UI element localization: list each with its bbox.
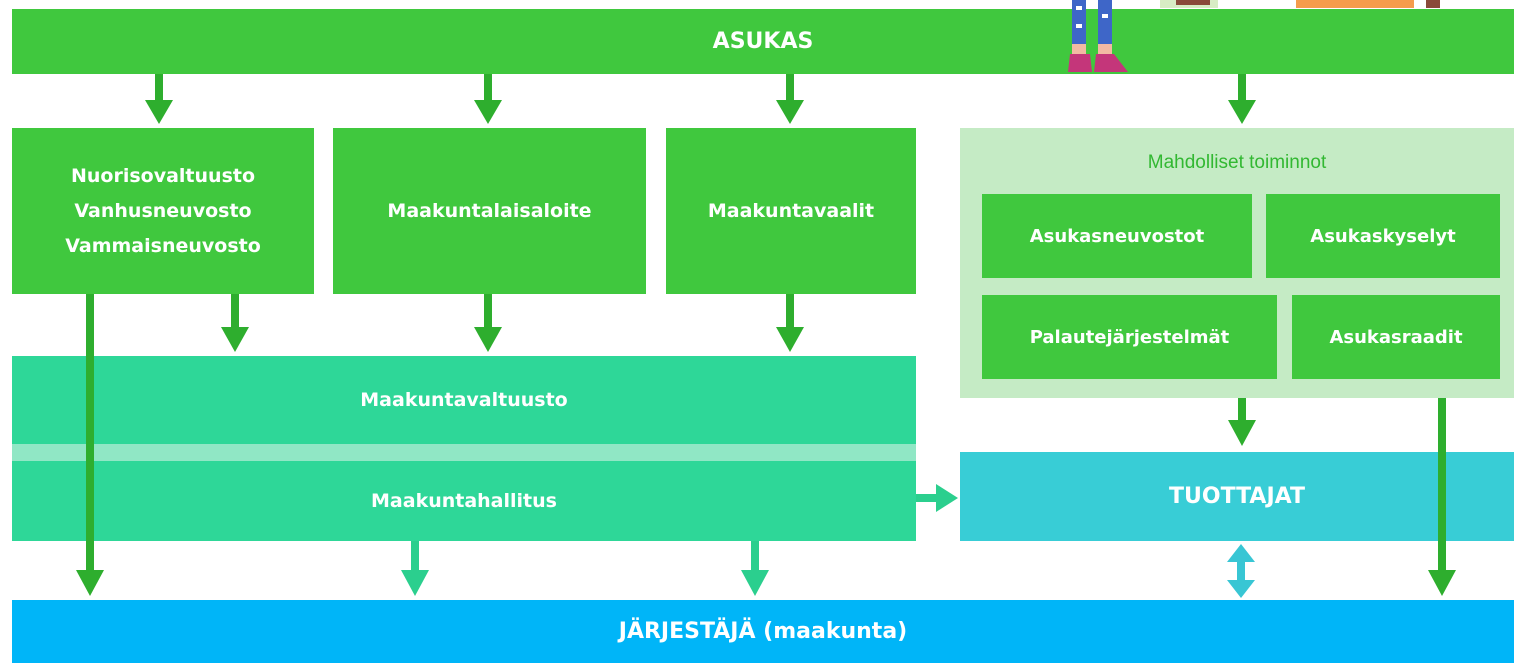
arrow-down-icon [221,294,249,352]
option-asukasneuvostot: Asukasneuvostot [982,194,1252,278]
organizer-label: JÄRJESTÄJÄ (maakunta) [618,619,908,644]
option-label-2: Asukaskyselyt [1310,225,1456,247]
arrow-right-icon [916,484,958,512]
initiative-box: Maakuntalaisaloite [333,128,646,294]
arrow-down-icon [76,294,104,596]
elections-label: Maakuntavaalit [707,200,875,222]
option-label-1: Asukasneuvostot [1029,225,1205,247]
producers-label: TUOTTAJAT [1169,484,1305,509]
arrow-down-icon [1428,398,1456,596]
councils-box: Nuorisovaltuusto Vanhusneuvosto Vammaisn… [12,128,314,294]
arrows-board-to-organizer [401,484,958,596]
option-label-3: Palautejärjestelmät [1029,326,1230,348]
asukas-label: ASUKAS [712,29,814,54]
arrow-down-icon [741,541,769,596]
option-asukasraadit: Asukasraadit [1292,295,1500,379]
organizer-bar: JÄRJESTÄJÄ (maakunta) [12,600,1514,663]
option-label-4: Asukasraadit [1329,326,1463,348]
board-label: Maakuntahallitus [371,490,557,512]
councils-line-1: Nuorisovaltuusto [70,164,256,187]
councils-line-3: Vammaisneuvosto [65,234,261,257]
arrow-down-icon [145,74,173,124]
arrow-down-icon [401,541,429,596]
council-row: Maakuntavaltuusto [12,356,916,444]
options-title: Mahdolliset toiminnot [1147,152,1327,173]
arrow-down-icon [1228,398,1256,446]
arrows-from-asukas [145,74,1256,124]
arrow-councils-to-organizer [76,294,104,596]
arrows-options [1228,398,1456,596]
person-icon [1068,0,1128,72]
arrow-down-icon [1228,74,1256,124]
board-row: Maakuntahallitus [12,461,916,541]
building-icon [1160,0,1440,8]
producers-box: TUOTTAJAT [960,452,1514,541]
arrow-down-icon [474,74,502,124]
asukas-bar: ASUKAS [12,9,1514,74]
arrow-down-icon [474,294,502,352]
option-palautejarjestelmat: Palautejärjestelmät [982,295,1277,379]
council-label: Maakuntavaltuusto [360,389,568,411]
arrow-down-icon [776,74,804,124]
elections-box: Maakuntavaalit [666,128,916,294]
councils-line-2: Vanhusneuvosto [74,199,252,222]
initiative-label: Maakuntalaisaloite [387,200,592,222]
arrows-to-council [221,294,804,352]
arrow-bidirectional-icon [1227,544,1255,598]
arrow-down-icon [776,294,804,352]
option-asukaskyselyt: Asukaskyselyt [1266,194,1500,278]
council-divider [12,444,916,461]
